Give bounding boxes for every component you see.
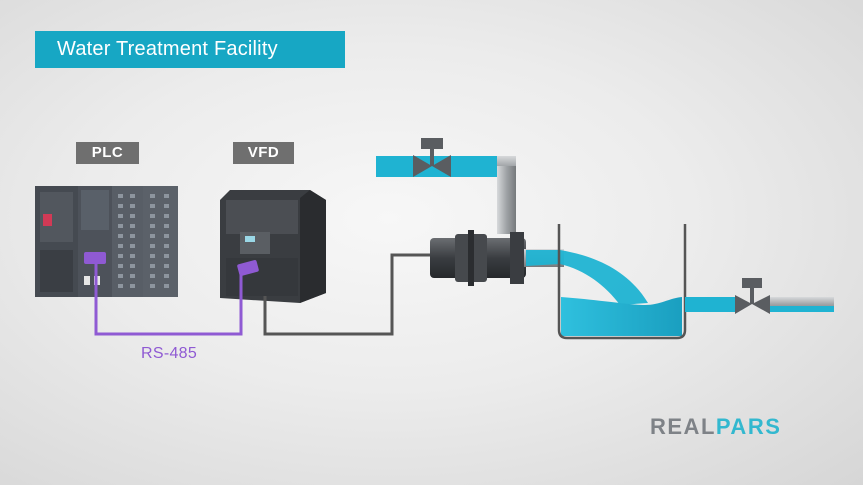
pump	[430, 230, 526, 286]
supply-pipe-vertical	[497, 166, 516, 234]
tank	[557, 224, 687, 340]
vfd-rs485-connector	[237, 260, 259, 276]
plc-io-module-2	[143, 186, 178, 297]
brand-logo-part1: REAL	[650, 414, 716, 439]
outlet-valve	[735, 278, 770, 314]
brand-logo-part2: PARS	[715, 414, 782, 439]
vfd-drive	[220, 190, 326, 303]
plc-rack	[35, 186, 178, 297]
outlet-pipe-water	[685, 297, 735, 312]
plc-rs485-connector	[84, 252, 106, 264]
vfd-label: VFD	[233, 142, 294, 164]
brand-logo: REALPARS	[650, 414, 781, 440]
supply-valve	[413, 138, 451, 177]
tank-water	[561, 297, 682, 336]
plc-indicator-red	[43, 214, 52, 226]
rs485-label: RS-485	[141, 345, 198, 362]
vfd-keypad	[240, 232, 270, 254]
diagram-title: Water Treatment Facility	[35, 31, 345, 68]
plc-io-module-1	[112, 186, 143, 297]
motor-cable	[263, 253, 430, 336]
water-stream	[526, 250, 648, 305]
plc-label: PLC	[76, 142, 139, 164]
